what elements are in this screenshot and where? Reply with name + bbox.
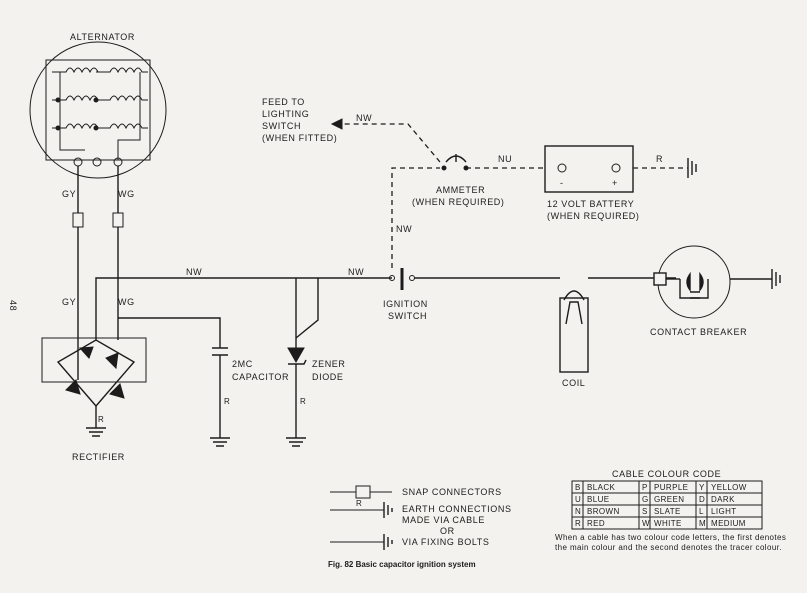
wire-code-r-battery: R bbox=[656, 154, 663, 164]
colour-code-name: SLATE bbox=[654, 507, 681, 516]
wire-code-nw-switch: NW bbox=[348, 267, 364, 277]
contact-breaker-label: CONTACT BREAKER bbox=[650, 327, 747, 337]
page-number: 48 bbox=[8, 300, 18, 311]
ammeter-label-1: AMMETER bbox=[436, 185, 485, 195]
ammeter-label-2: (WHEN REQUIRED) bbox=[412, 197, 505, 207]
colour-code-letter: Y bbox=[699, 483, 705, 492]
colour-code-letter: U bbox=[575, 495, 581, 504]
colour-code-name: MEDIUM bbox=[711, 519, 746, 528]
colour-code-name: BROWN bbox=[587, 507, 620, 516]
snap-connector-gy bbox=[72, 212, 84, 228]
colour-code-letter: N bbox=[575, 507, 581, 516]
rectifier: R RECTIFIER bbox=[41, 337, 147, 462]
ignition-label-1: IGNITION bbox=[383, 299, 428, 309]
wire-code-r-rectifier: R bbox=[98, 415, 104, 424]
colour-code-name: WHITE bbox=[654, 519, 682, 528]
colour-code-name: DARK bbox=[711, 495, 735, 504]
alternator-label: ALTERNATOR bbox=[70, 32, 135, 42]
battery-label-1: 12 VOLT BATTERY bbox=[547, 199, 634, 209]
wire-code-wg-bottom: WG bbox=[118, 297, 135, 307]
wire-code-wg-top: WG bbox=[118, 189, 135, 199]
ammeter: AMMETER (WHEN REQUIRED) bbox=[412, 154, 505, 207]
ignition-switch: IGNITION SWITCH bbox=[383, 268, 560, 321]
legend-earth-label-3: VIA FIXING BOLTS bbox=[402, 537, 489, 547]
zener-label-2: DIODE bbox=[312, 372, 344, 382]
colour-code-title: CABLE COLOUR CODE bbox=[612, 469, 721, 479]
symbol-legend: SNAP CONNECTORS R EARTH CONNECTIONS MADE… bbox=[330, 485, 512, 550]
feed-label-1: FEED TO bbox=[262, 97, 305, 107]
snap-connector-wg bbox=[112, 212, 124, 228]
legend-earth-label-1: EARTH CONNECTIONS bbox=[402, 504, 512, 514]
colour-code-name: RED bbox=[587, 519, 605, 528]
colour-code-letter: R bbox=[575, 519, 581, 528]
alternator: ALTERNATOR bbox=[29, 32, 167, 179]
legend-snap-label: SNAP CONNECTORS bbox=[402, 487, 502, 497]
colour-code-letter: L bbox=[699, 507, 704, 516]
capacitor-label-1: 2MC bbox=[232, 359, 253, 369]
contact-breaker: CONTACT BREAKER bbox=[650, 245, 781, 337]
zener-diode: ZENER DIODE R bbox=[286, 278, 346, 447]
colour-code-letter: S bbox=[642, 507, 648, 516]
battery-earth bbox=[687, 158, 697, 178]
colour-code-name: GREEN bbox=[654, 495, 684, 504]
colour-code-note-2: the main colour and the second denotes t… bbox=[555, 543, 782, 552]
figure-caption: Fig. 82 Basic capacitor ignition system bbox=[328, 560, 476, 569]
legend-earth-or: OR bbox=[440, 526, 455, 536]
battery-label-2: (WHEN REQUIRED) bbox=[547, 211, 640, 221]
feed-label-4: (WHEN FITTED) bbox=[262, 133, 337, 143]
feed-label-2: LIGHTING bbox=[262, 109, 309, 119]
colour-code-note-1: When a cable has two colour code letters… bbox=[555, 533, 786, 542]
wire-code-gy-top: GY bbox=[62, 189, 76, 199]
battery: - + 12 VOLT BATTERY (WHEN REQUIRED) bbox=[544, 145, 640, 221]
battery-plus: + bbox=[612, 178, 618, 188]
feed-label-3: SWITCH bbox=[262, 121, 301, 131]
colour-code-name: PURPLE bbox=[654, 483, 688, 492]
colour-code-name: BLACK bbox=[587, 483, 615, 492]
wire-code-gy-bottom: GY bbox=[62, 297, 76, 307]
wire-code-nw-vertical: NW bbox=[396, 224, 412, 234]
ignition-label-2: SWITCH bbox=[388, 311, 427, 321]
colour-code-letter: P bbox=[642, 483, 648, 492]
wire-code-nw-zener: NW bbox=[186, 267, 202, 277]
wire-code-nu-battery: NU bbox=[498, 154, 512, 164]
battery-minus: - bbox=[560, 178, 564, 188]
wire-code-r-zener: R bbox=[300, 397, 306, 406]
legend-earth-label-2: MADE VIA CABLE bbox=[402, 515, 485, 525]
coil-label: COIL bbox=[562, 378, 585, 388]
wire-code-r-capacitor: R bbox=[224, 397, 230, 406]
capacitor: 2MC CAPACITOR R bbox=[210, 347, 289, 447]
rectifier-label: RECTIFIER bbox=[72, 452, 125, 462]
colour-code-name: BLUE bbox=[587, 495, 610, 504]
legend-earth-r: R bbox=[356, 499, 362, 508]
colour-code-name: LIGHT bbox=[711, 507, 737, 516]
zener-label-1: ZENER bbox=[312, 359, 346, 369]
colour-code-letter: W bbox=[642, 519, 650, 528]
colour-code-letter: D bbox=[699, 495, 705, 504]
capacitor-label-2: CAPACITOR bbox=[232, 372, 289, 382]
colour-code-letter: M bbox=[699, 519, 706, 528]
wire-code-nw-feed: NW bbox=[356, 113, 372, 123]
colour-code-letter: B bbox=[575, 483, 581, 492]
colour-code-name: YELLOW bbox=[711, 483, 747, 492]
colour-code-letter: G bbox=[642, 495, 649, 504]
